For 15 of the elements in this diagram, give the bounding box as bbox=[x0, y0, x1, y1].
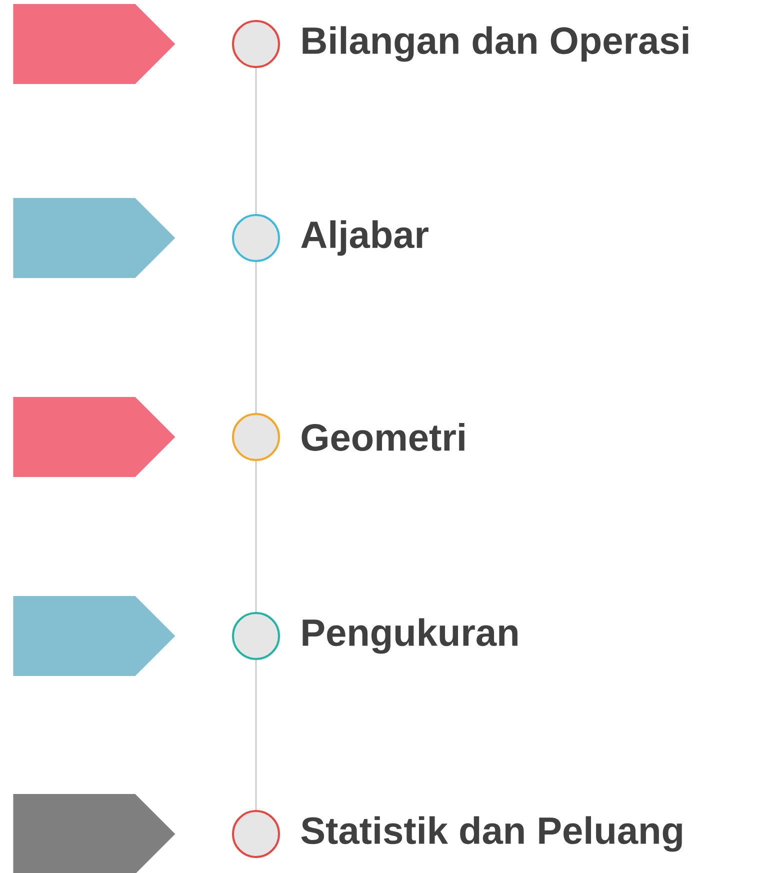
topic-label: Statistik dan Peluang bbox=[301, 816, 682, 852]
timeline-dot bbox=[232, 810, 280, 858]
topic-label: Pengukuran bbox=[302, 618, 518, 654]
timeline-dot bbox=[232, 20, 280, 68]
topic-label: Bilangan dan Operasi bbox=[302, 26, 688, 62]
arrow-tab bbox=[13, 4, 176, 84]
timeline-dot bbox=[232, 413, 280, 461]
timeline-dot bbox=[232, 612, 280, 660]
arrow-tab bbox=[13, 596, 176, 676]
topic-label: Aljabar bbox=[301, 220, 428, 256]
topic-label: Geometri bbox=[302, 423, 464, 451]
timeline-dot bbox=[232, 214, 280, 262]
arrow-tab bbox=[13, 397, 176, 477]
arrow-tab bbox=[13, 794, 176, 873]
arrow-tab bbox=[13, 198, 176, 278]
